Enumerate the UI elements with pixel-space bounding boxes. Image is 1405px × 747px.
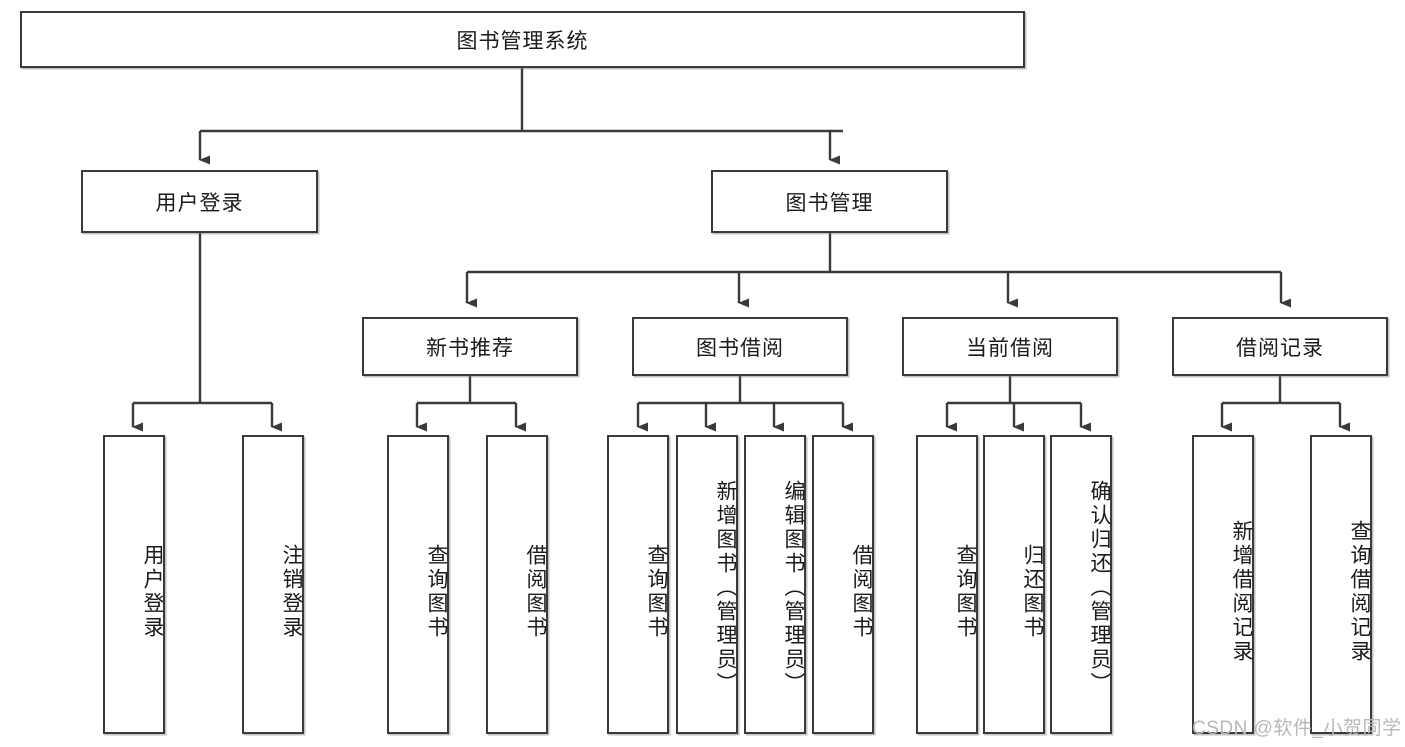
node-borrow-records[interactable]: 借阅记录 (1172, 317, 1388, 376)
node-user-login[interactable]: 用户登录 (81, 170, 318, 233)
leaf-confirm-return-admin[interactable]: 确认归还（管理员） (1050, 435, 1112, 734)
leaf-edit-book-admin[interactable]: 编辑图书（管理员） (744, 435, 806, 734)
leaf-query-book-current[interactable]: 查询图书 (916, 435, 978, 734)
leaf-return-book[interactable]: 归还图书 (983, 435, 1045, 734)
leaf-query-borrow-record[interactable]: 查询借阅记录 (1310, 435, 1372, 734)
leaf-add-book-admin[interactable]: 新增图书（管理员） (676, 435, 738, 734)
csdn-watermark: CSDN @软件_小贺同学 (1192, 718, 1402, 739)
node-book-management[interactable]: 图书管理 (711, 170, 948, 233)
node-new-book-recommend[interactable]: 新书推荐 (362, 317, 578, 376)
leaf-query-book-recommend[interactable]: 查询图书 (387, 435, 449, 734)
leaf-query-book-borrow[interactable]: 查询图书 (607, 435, 669, 734)
node-book-borrow[interactable]: 图书借阅 (632, 317, 848, 376)
leaf-borrow-book[interactable]: 借阅图书 (812, 435, 874, 734)
leaf-logout[interactable]: 注销登录 (242, 435, 304, 734)
leaf-user-login[interactable]: 用户登录 (103, 435, 165, 734)
node-root-system[interactable]: 图书管理系统 (20, 11, 1025, 68)
leaf-add-borrow-record[interactable]: 新增借阅记录 (1192, 435, 1254, 734)
node-current-borrow[interactable]: 当前借阅 (902, 317, 1118, 376)
leaf-borrow-book-recommend[interactable]: 借阅图书 (486, 435, 548, 734)
